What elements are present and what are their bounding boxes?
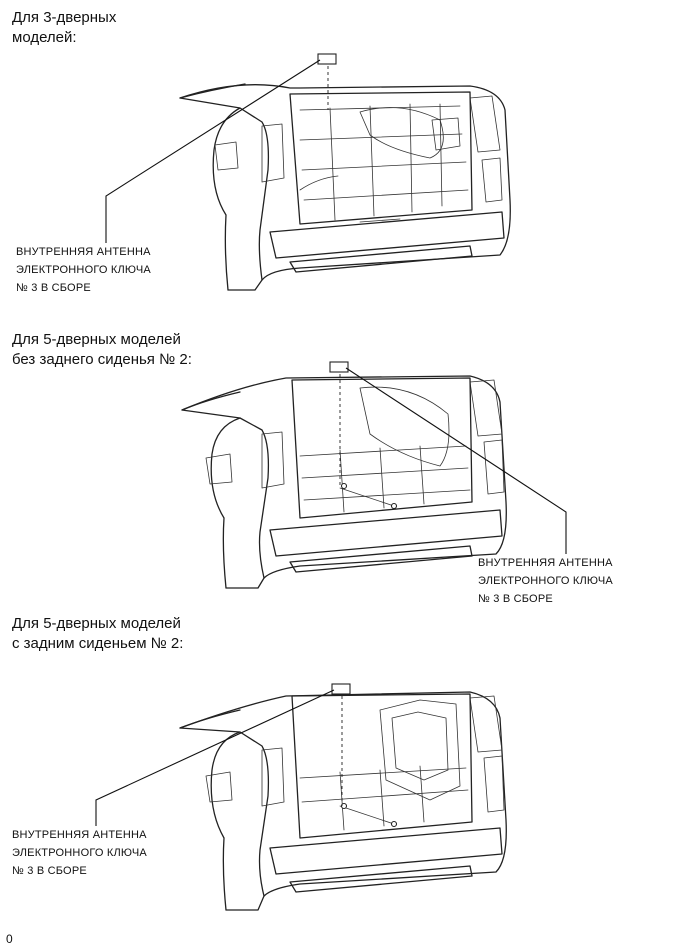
figure-footer-label: 0 <box>6 932 13 946</box>
panel-heading: Для 3-дверных моделей: <box>12 9 117 46</box>
panel-3-door: Для 3-дверных моделей: ВНУТРЕННЯЯ АНТЕНН… <box>0 0 691 320</box>
vehicle-rear-illustration <box>95 683 507 911</box>
vehicle-rear-illustration <box>105 53 511 291</box>
vehicle-rear-illustration <box>181 361 567 589</box>
antenna-callout-label: ВНУТРЕННЯЯ АНТЕННА ЭЛЕКТРОННОГО КЛЮЧА № … <box>16 246 151 294</box>
antenna-part-icon <box>317 53 337 65</box>
panel-5-door-no-seat: Для 5-дверных моделей без заднего сидень… <box>0 322 691 607</box>
panel-5-door-with-seat: Для 5-дверных моделей с задним сиденьем … <box>0 610 691 930</box>
panel-heading: Для 5-дверных моделей с задним сиденьем … <box>12 615 184 652</box>
antenna-part-icon <box>329 361 349 373</box>
antenna-part-icon <box>331 683 351 695</box>
panel-heading: Для 5-дверных моделей без заднего сидень… <box>12 331 192 368</box>
antenna-callout-label: ВНУТРЕННЯЯ АНТЕННА ЭЛЕКТРОННОГО КЛЮЧА № … <box>478 557 613 605</box>
antenna-callout-label: ВНУТРЕННЯЯ АНТЕННА ЭЛЕКТРОННОГО КЛЮЧА № … <box>12 829 147 877</box>
